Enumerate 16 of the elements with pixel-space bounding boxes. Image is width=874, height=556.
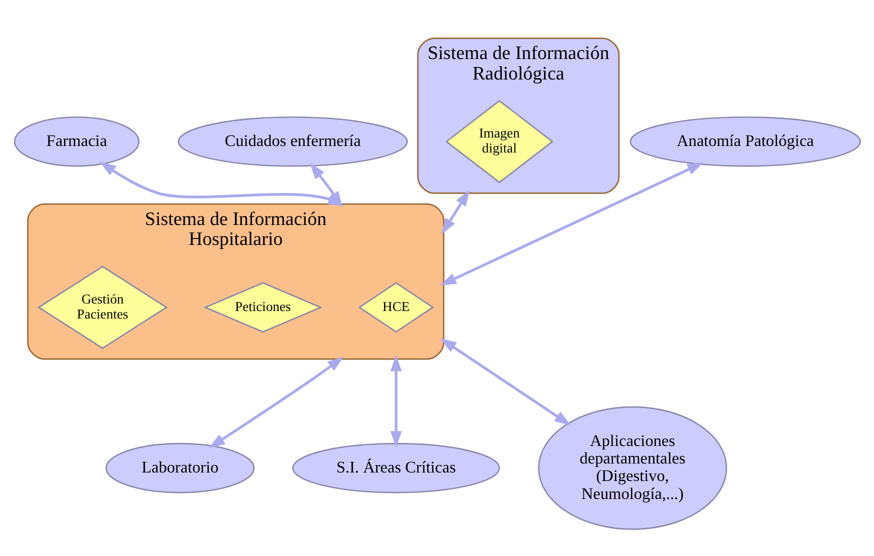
arrow [440,189,470,234]
node-diamond: Imagen digital [444,99,553,183]
node-diamond: Gestión Pacientes [36,265,168,348]
arrow [208,356,344,448]
arrow [439,162,704,286]
node-ellipse: Farmacia [13,116,140,166]
arrow [440,338,570,425]
node-diamond: Peticiones [203,282,322,332]
arrow [309,162,342,207]
node-ellipse: Aplicaciones departamentales (Digestivo, Neumología,...) [538,406,727,530]
node-diamond: HCE [358,282,434,332]
arrow [390,354,402,447]
node-ellipse: Cuidados enfermería [177,116,408,166]
node-ellipse: Laboratorio [104,442,254,493]
node-ellipse: Anatomía Patológica [629,116,860,166]
node-ellipse: S.I. Áreas Críticas [292,442,500,493]
